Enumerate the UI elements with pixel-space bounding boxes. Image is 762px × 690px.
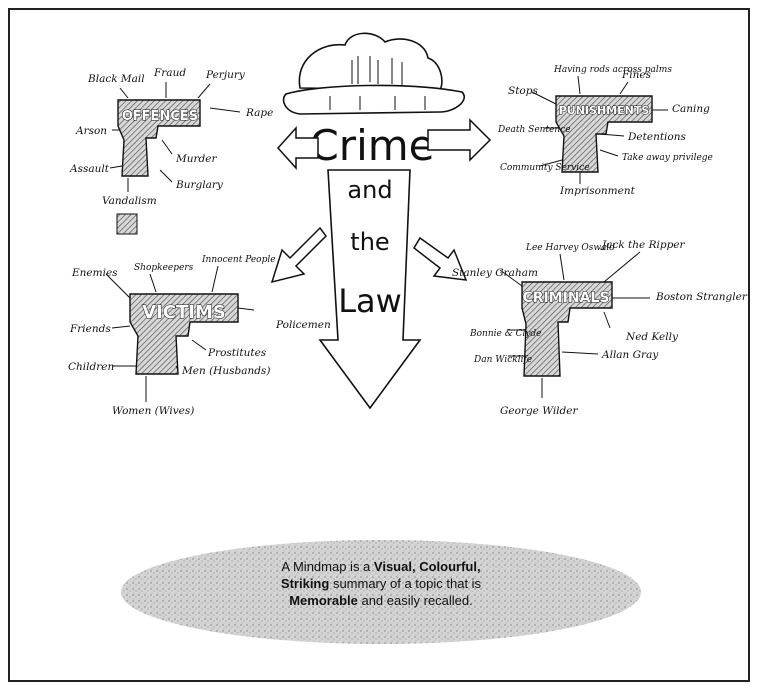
central-word-the: the <box>350 228 389 256</box>
label-policemen: Policemen <box>275 319 331 331</box>
offence-arson: Arson <box>75 125 107 137</box>
offence-murder: Murder <box>175 153 217 165</box>
offence-rape: Rape <box>245 107 273 119</box>
victim-prostitutes: Prostitutes <box>207 347 267 359</box>
central-word-and: and <box>347 176 392 204</box>
punishment-stops: Stops <box>508 85 538 97</box>
central-word-crime: Crime <box>309 121 434 170</box>
offence-assault: Assault <box>69 163 110 175</box>
arrow-to-victims <box>272 228 326 282</box>
punishment-rods-across-palms: Having rods across palms <box>553 65 672 75</box>
criminals-title: CRIMINALS <box>523 290 610 306</box>
criminal-ned-kelly: Ned Kelly <box>625 331 679 343</box>
victim-women-wives: Women (Wives) <box>112 405 194 417</box>
victims-title: VICTIMS <box>142 302 226 323</box>
punishment-caning: Caning <box>672 103 710 115</box>
criminal-boston-strangler: Boston Strangler <box>655 291 748 303</box>
punishments-title: PUNISHMENTS <box>559 104 650 117</box>
definition-text-1: A Mindmap is a <box>281 559 374 574</box>
victim-shopkeepers: Shopkeepers <box>134 263 194 273</box>
definition-text-4: summary of a topic that is <box>329 576 481 591</box>
mindmap-definition: A Mindmap is a Visual, Colourful, Striki… <box>220 558 542 609</box>
offence-fraud: Fraud <box>153 67 186 79</box>
victim-men-husbands: Men (Husbands) <box>181 365 270 377</box>
punishment-take-away-privilege: Take away privilege <box>622 153 713 163</box>
definition-text-3: Striking <box>281 576 329 591</box>
definition-text-6: and easily recalled. <box>358 593 473 608</box>
criminal-stanley-graham: Stanley Graham <box>452 267 538 279</box>
hat-drawing <box>284 33 465 114</box>
offences-small-icon <box>117 214 137 234</box>
definition-text-2: Visual, Colourful, <box>374 559 481 574</box>
offence-vandalism: Vandalism <box>102 195 157 207</box>
offences-title: OFFENCES <box>122 109 198 124</box>
central-word-law: Law <box>338 282 402 320</box>
victim-children: Children <box>68 361 114 373</box>
offence-burglary: Burglary <box>175 179 224 191</box>
criminal-jack-the-ripper: Jack the Ripper <box>600 239 686 251</box>
criminal-george-wilder: George Wilder <box>500 405 578 417</box>
punishment-fines: Fines <box>621 69 652 81</box>
punishment-death-sentence: Death Sentence <box>497 125 571 135</box>
criminal-allan-gray: Allan Gray <box>601 349 659 361</box>
punishment-imprisonment: Imprisonment <box>559 185 636 197</box>
definition-text-5: Memorable <box>289 593 358 608</box>
victim-innocent-people: Innocent People <box>201 255 276 265</box>
victim-enemies: Enemies <box>71 267 118 279</box>
offence-perjury: Perjury <box>205 69 246 81</box>
victim-friends: Friends <box>69 323 111 335</box>
offence-blackmail: Black Mail <box>87 73 145 85</box>
criminal-bonnie-clyde: Bonnie & Clyde <box>469 329 542 339</box>
punishment-detentions: Detentions <box>627 131 686 143</box>
arrow-to-punishments <box>428 120 490 160</box>
